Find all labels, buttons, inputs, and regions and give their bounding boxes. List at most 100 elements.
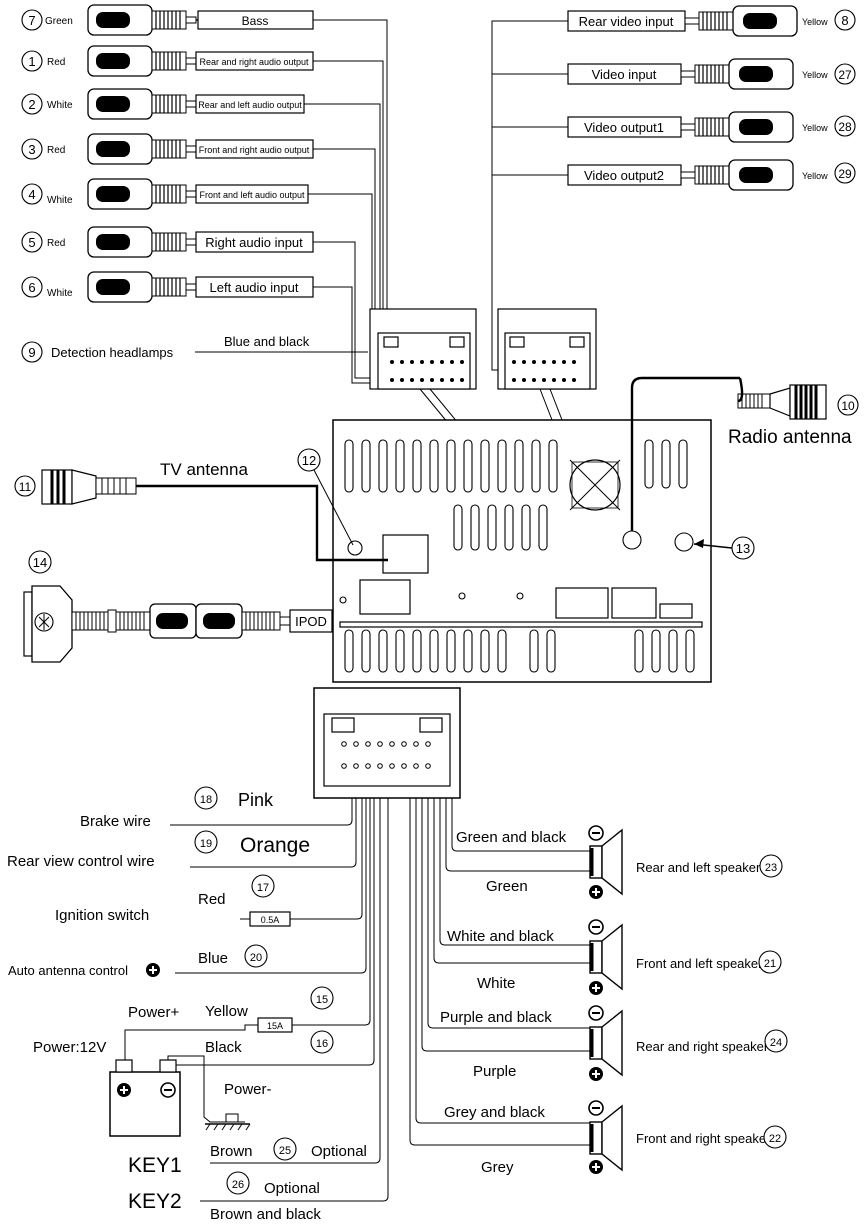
rca-plug-icon (87, 226, 197, 258)
speaker-label: Front and left speaker (636, 956, 763, 971)
wire-color: Yellow (205, 1003, 248, 1020)
callout-4 (21, 183, 43, 205)
detection-headlamps: 9 Detection headlamps Blue and black (21, 334, 368, 363)
head-unit-back-panel (332, 419, 712, 683)
speaker-22: Grey and black Grey Front and right spea… (444, 1100, 787, 1176)
key1-label: KEY1 (128, 1154, 182, 1177)
speaker-pos-color: White (477, 975, 515, 992)
callout-num: 8 (841, 13, 848, 28)
rca-plug-icon (680, 159, 794, 191)
panel-socket-b (611, 587, 657, 619)
wire-color: Brown and black (210, 1206, 321, 1223)
radio-antenna-label: Radio antenna (728, 427, 852, 448)
rca-label: Rear and left audio output (198, 100, 302, 110)
wire-color: Orange (240, 834, 310, 857)
callout-2 (21, 93, 43, 115)
rca-plug-icon (87, 133, 197, 165)
rca-row-7: 7 Green Bass (21, 4, 314, 36)
callout-num: 9 (28, 345, 35, 360)
rca-label: Right audio input (205, 235, 303, 250)
rear-view-label: Rear view control wire (7, 853, 155, 870)
callout-11 (14, 475, 36, 497)
rca-row-29: Video output2 Yellow 29 (567, 159, 856, 191)
rca-color: Yellow (802, 123, 828, 133)
auto-antenna-wire: Auto antenna control Blue 20 (8, 944, 268, 978)
power-minus-label: Power- (224, 1081, 272, 1098)
minus-icon (588, 919, 604, 935)
panel-socket-a (555, 587, 609, 619)
callout-num: 7 (28, 13, 35, 28)
callout-28 (834, 115, 856, 137)
wire-color: Brown (210, 1143, 253, 1160)
rca-color: Yellow (802, 171, 828, 181)
callout-10 (837, 394, 859, 416)
callout-8 (834, 9, 856, 31)
callout-13-group: 13 (693, 536, 755, 560)
rca-row-2: 2 White Rear and left audio output (21, 88, 305, 120)
rca-plug-icon (680, 58, 794, 90)
rca-color: Red (47, 57, 65, 68)
rca-right-wires (491, 20, 568, 371)
rca-row-28: Video output1 Yellow 28 (567, 111, 856, 143)
rca-plug-icon (684, 5, 798, 37)
rca-color: White (47, 100, 73, 111)
speaker-pos-color: Grey (481, 1159, 514, 1176)
wire-color: Pink (238, 790, 274, 810)
power-wires: Power+ Yellow 15 15A Power:12V Black 16 (33, 986, 334, 1070)
left-harness-wires (169, 798, 389, 1202)
tv-antenna-label: TV antenna (160, 460, 248, 479)
radio-antenna-socket (622, 530, 642, 550)
detection-label: Detection headlamps (51, 345, 174, 360)
vent-slots-top (344, 439, 688, 551)
rca-color: Yellow (802, 17, 828, 27)
minus-icon (588, 1100, 604, 1116)
detection-wire-color: Blue and black (224, 334, 310, 349)
callout-num: 24 (770, 1037, 782, 1049)
callout-num: 20 (250, 952, 262, 964)
fuse-rating: 0.5A (261, 915, 280, 925)
rca-color: Red (47, 145, 65, 156)
callout-num: 10 (841, 399, 855, 413)
rca-label: Rear video input (579, 14, 674, 29)
callout-num: 22 (769, 1133, 781, 1145)
key2-label: KEY2 (128, 1190, 182, 1213)
rca-color: Yellow (802, 70, 828, 80)
wire-color: Black (205, 1039, 242, 1056)
battery-icon: Power- (109, 1055, 272, 1137)
radio-antenna: 10 Radio antenna (630, 376, 859, 531)
rca-plug-icon (87, 88, 197, 120)
callout-num: 6 (28, 280, 35, 295)
callout-27 (834, 63, 856, 85)
fan-icon (569, 459, 621, 511)
rca-label: Rear and right audio output (199, 57, 309, 67)
rca-left-wires (304, 19, 395, 384)
callout-num: 2 (28, 97, 35, 112)
rca-row-6: 6 White Left audio input (21, 271, 314, 303)
callout-num: 29 (838, 167, 852, 181)
minus-icon (588, 1005, 604, 1021)
optional-note: Optional (311, 1143, 367, 1160)
key1-wire: KEY1 Brown 25 Optional (128, 1137, 367, 1177)
rca-row-1: 1 Red Rear and right audio output (21, 45, 314, 77)
speaker-neg-color: White and black (447, 928, 554, 945)
callout-num: 1 (28, 54, 35, 69)
ignition-wire: Ignition switch Red 17 0.5A (55, 874, 291, 927)
rca-row-5: 5 Red Right audio input (21, 226, 314, 258)
speaker-pos-color: Green (486, 878, 528, 895)
wire-color: Red (198, 891, 226, 908)
speaker-label: Rear and right speaker (636, 1039, 769, 1054)
rca-label: Front and left audio output (199, 190, 305, 200)
rca-row-27: Video input Yellow 27 (567, 58, 856, 90)
rca-label: Video output2 (584, 168, 664, 183)
rca-label: Front and right audio output (199, 145, 310, 155)
speaker-neg-color: Purple and black (440, 1009, 552, 1026)
upper-connector-left (369, 308, 477, 390)
callout-1 (21, 50, 43, 72)
rca-label: Bass (242, 14, 269, 28)
rca-plug-icon (87, 178, 197, 210)
wire-color: Blue (198, 950, 228, 967)
rca-plug-icon (87, 4, 197, 36)
rca-plug-icon (87, 45, 197, 77)
auto-antenna-label: Auto antenna control (8, 963, 128, 978)
rca-plug-icon (87, 271, 197, 303)
